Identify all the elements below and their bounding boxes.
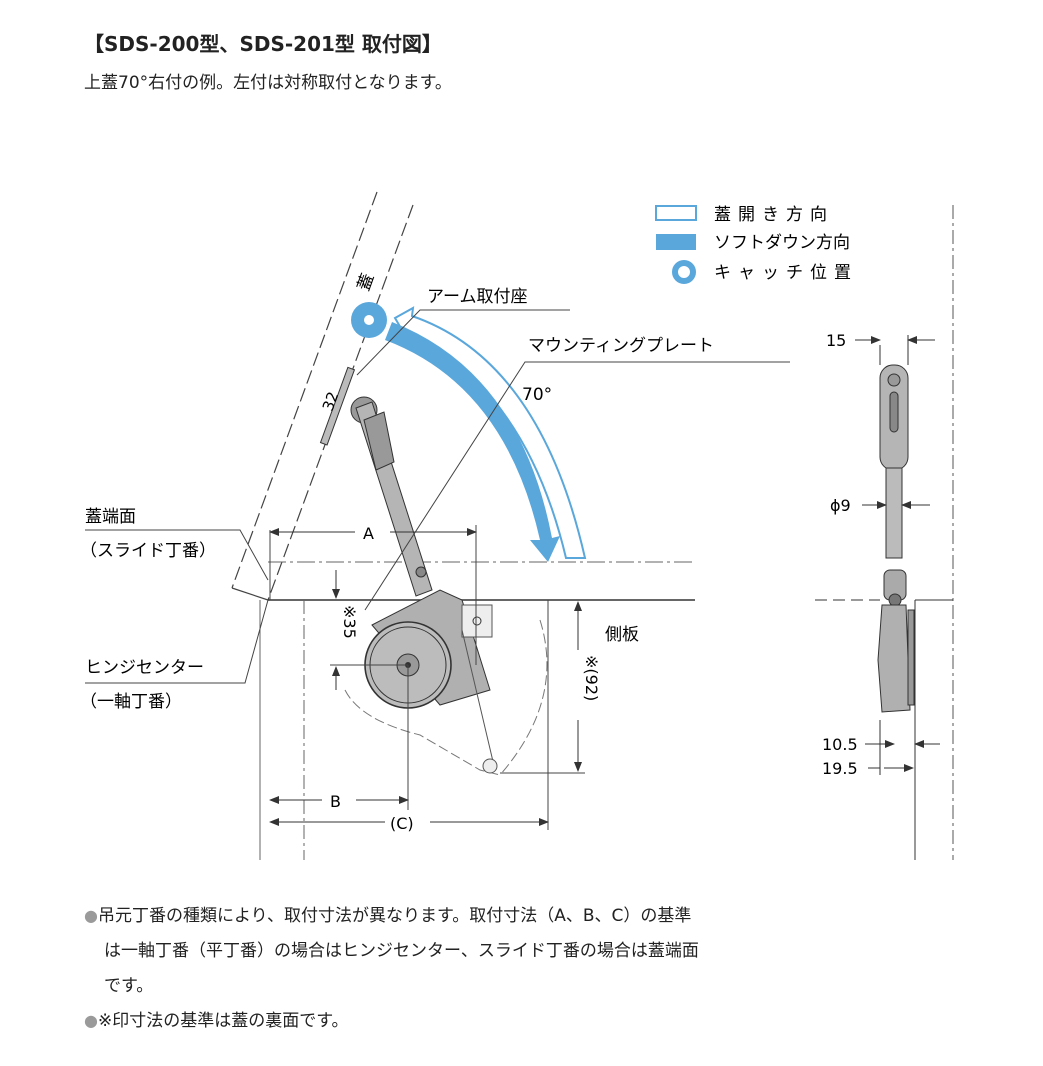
dimension-c: (C) [390, 814, 414, 833]
legend-label-catch: キャッチ位置 [714, 263, 858, 283]
dimension-a: A [363, 524, 374, 543]
mounting-plate-label: マウンティングプレート [528, 336, 714, 356]
slide-hinge-label: （スライド丁番） [80, 541, 216, 561]
dimension-b: B [330, 792, 341, 811]
dimension-phi9: ϕ9 [830, 496, 851, 515]
hinge-center-label: ヒンジセンター [85, 658, 204, 678]
note-2: ●※印寸法の基準は蓋の裏面です。 [84, 1011, 349, 1031]
dimension-15: 15 [826, 331, 846, 350]
side-panel-label: 側板 [605, 625, 639, 645]
page-title: 【SDS-200型、SDS-201型 取付図】 [84, 32, 442, 56]
filled-arrow-swatch [656, 234, 696, 250]
arm-mount-label: アーム取付座 [427, 287, 527, 307]
dimension-10-5: 10.5 [822, 735, 858, 754]
outline-arrow-swatch [655, 205, 697, 221]
legend: 蓋開き方向 ソフトダウン方向 キャッチ位置 [655, 205, 858, 284]
legend-label-softdown: ソフトダウン方向 [714, 233, 850, 253]
lid-edge-label: 蓋端面 [85, 507, 136, 527]
angle-label: 70° [522, 385, 552, 405]
dimension-35: ※35 [340, 605, 359, 639]
dimension-19-5: 19.5 [822, 759, 858, 778]
dimension-32: 32 [319, 389, 342, 413]
subtitle: 上蓋70°右付の例。左付は対称取付となります。 [84, 73, 452, 93]
note-1: ●吊元丁番の種類により、取付寸法が異なります。取付寸法（A、B、C）の基準 は一… [84, 906, 699, 996]
single-hinge-label: （一軸丁番） [80, 692, 182, 712]
catch-ring-icon [672, 260, 696, 284]
side-view [815, 205, 954, 860]
dimension-92: ※(92) [582, 655, 601, 701]
lid-label: 蓋 [354, 271, 379, 294]
softdown-direction-arrow [385, 322, 560, 562]
legend-label-open: 蓋開き方向 [714, 205, 834, 225]
